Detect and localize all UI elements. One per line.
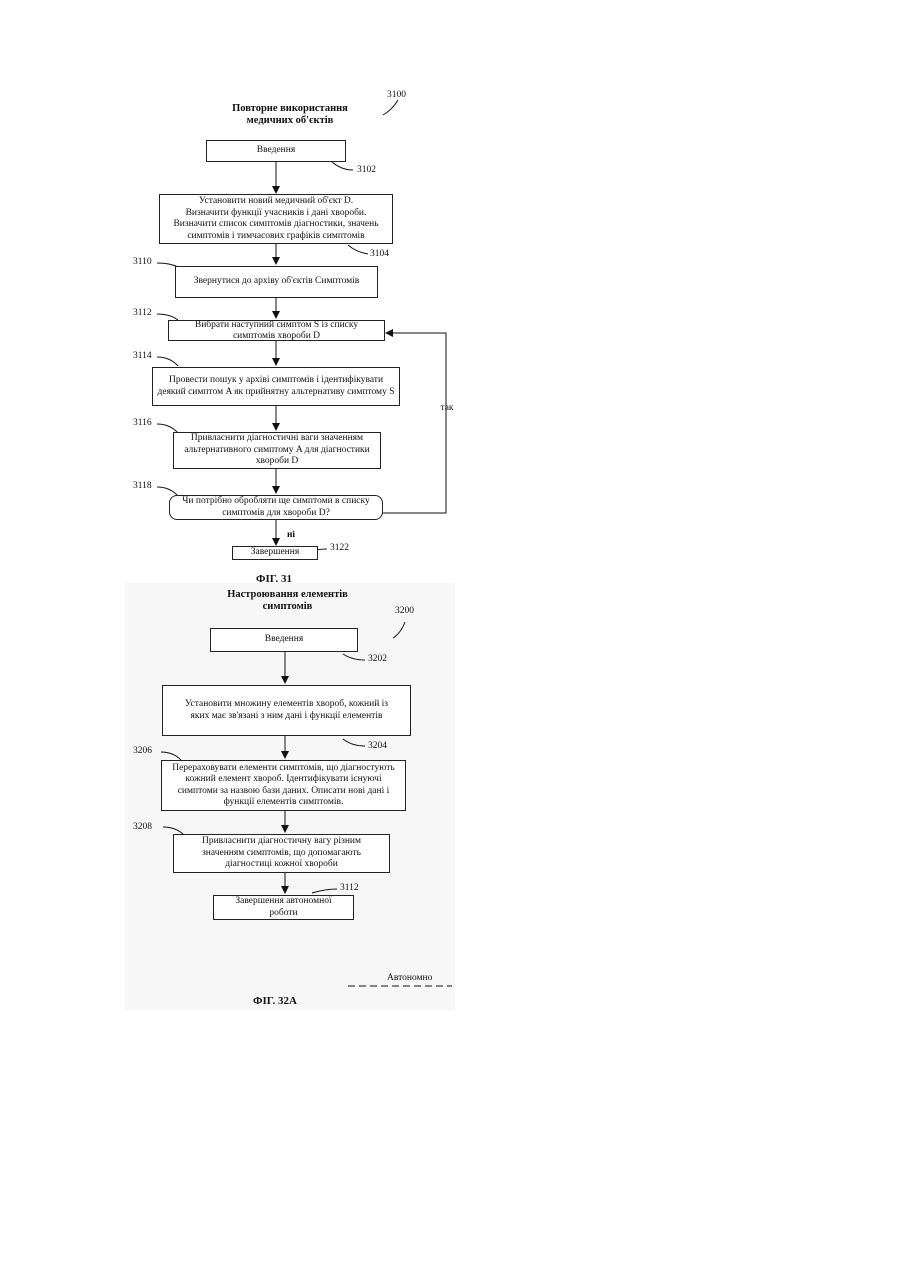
fig32a-title-line: симптомів bbox=[215, 601, 360, 613]
fig31-title-line: медичних об'єктів bbox=[215, 115, 365, 127]
ref-3204: 3204 bbox=[368, 741, 387, 751]
ref-3118: 3118 bbox=[133, 481, 152, 491]
fig31-decision-3118: Чи потрібно обробляти ще симптоми в спис… bbox=[169, 495, 383, 520]
ref-3110: 3110 bbox=[133, 257, 152, 267]
ref-3102: 3102 bbox=[357, 165, 376, 175]
fig31-step-3104: Установити новий медичний об'єкт D. Визн… bbox=[159, 194, 393, 244]
fig31-title: Повторне використання медичних об'єктів bbox=[215, 103, 365, 127]
fig32a-step-3204: Установити множину елементів хвороб, кож… bbox=[162, 685, 411, 736]
fig32a-title-line: Настроювання елементів bbox=[215, 589, 360, 601]
ref-3202: 3202 bbox=[368, 654, 387, 664]
fig32a-caption: ФІГ. 32А bbox=[253, 995, 297, 1007]
ref-3116: 3116 bbox=[133, 418, 152, 428]
fig31-step-3112: Вибрати наступний симптом S із списку си… bbox=[168, 320, 385, 341]
ref-3208: 3208 bbox=[133, 822, 152, 832]
fig32a-step-3208: Привласнити діагностичну вагу різним зна… bbox=[173, 834, 390, 873]
ref-3206: 3206 bbox=[133, 746, 152, 756]
fig32a-step-3206: Перераховувати елементи симптомів, що ді… bbox=[161, 760, 406, 811]
no-label: ні bbox=[281, 529, 301, 541]
fig32a-start-box: Введення bbox=[210, 628, 358, 652]
loop-yes-label: так bbox=[432, 402, 462, 414]
loop-back-arrow bbox=[383, 333, 446, 513]
legend-label: Автономно bbox=[387, 973, 432, 983]
ref-3122: 3122 bbox=[330, 543, 349, 553]
fig32a-title: Настроювання елементів симптомів bbox=[215, 589, 360, 613]
ref-3112: 3112 bbox=[133, 308, 152, 318]
fig31-ref: 3100 bbox=[387, 90, 406, 100]
fig31-step-3114: Провести пошук у архіві симптомів і іден… bbox=[152, 367, 400, 406]
fig31-caption: ФІГ. 31 bbox=[256, 573, 292, 585]
fig31-start-box: Введення bbox=[206, 140, 346, 162]
fig32a-ref: 3200 bbox=[395, 606, 414, 616]
leader-3100 bbox=[383, 100, 398, 115]
ref-3112-fig32a: 3112 bbox=[340, 883, 359, 893]
fig31-step-3110: Звернутися до архіву об'єктів Симптомів bbox=[175, 266, 378, 298]
ref-3104: 3104 bbox=[370, 249, 389, 259]
fig31-title-line: Повторне використання bbox=[215, 103, 365, 115]
ref-3114: 3114 bbox=[133, 351, 152, 361]
fig32a-end-box: Завершення автономної роботи bbox=[213, 895, 354, 920]
fig31-end-box: Завершення bbox=[232, 546, 318, 560]
fig31-step-3116: Привласнити діагностичні ваги значенням … bbox=[173, 432, 381, 469]
